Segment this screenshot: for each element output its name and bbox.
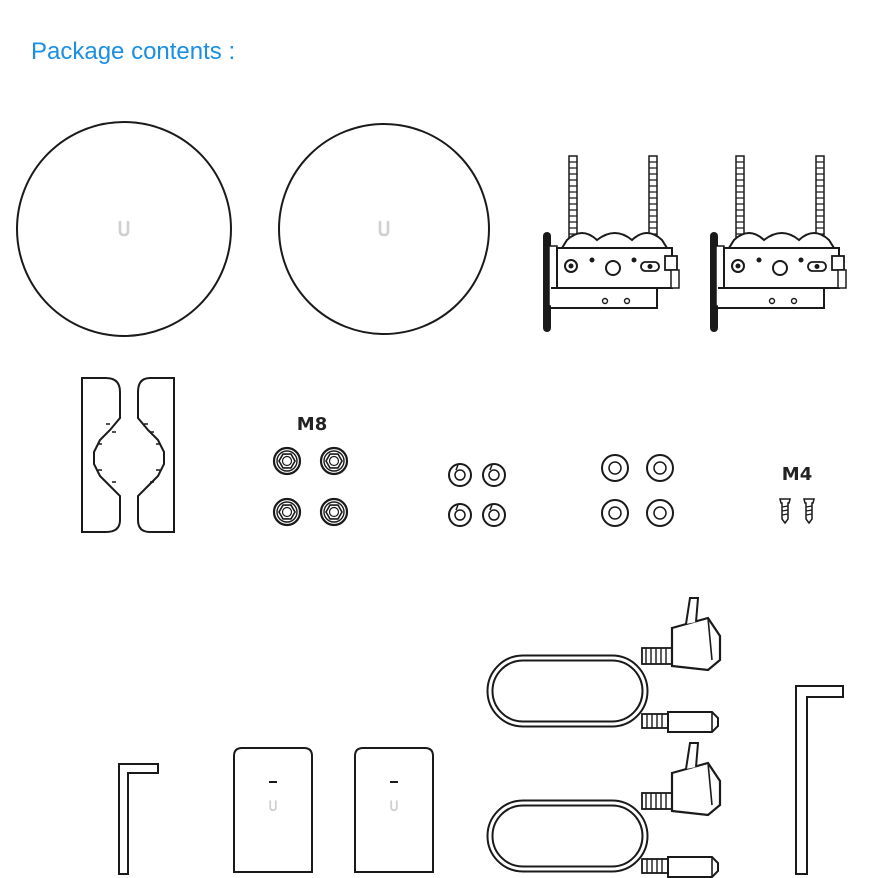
- antenna-dish-2: [278, 123, 490, 335]
- m4-screws: [779, 498, 815, 524]
- poe-adapter-1: [234, 748, 312, 872]
- page-title: Package contents :: [31, 38, 236, 65]
- flat-washers: [601, 454, 674, 527]
- pole-clamp: [81, 377, 175, 533]
- m8-label: M8: [297, 414, 327, 435]
- lock-washers: [448, 463, 506, 527]
- hex-key-large: [795, 685, 844, 875]
- power-cable-2: [490, 743, 720, 877]
- power-cable-1: [490, 598, 720, 732]
- mounting-bracket-1: [542, 155, 680, 333]
- mounting-bracket-2: [709, 155, 847, 333]
- poe-adapter-2: [355, 748, 433, 872]
- m8-nuts: [272, 446, 349, 527]
- m4-label: M4: [782, 464, 812, 485]
- hex-key-small: [118, 763, 159, 875]
- antenna-dish-1: [16, 121, 232, 337]
